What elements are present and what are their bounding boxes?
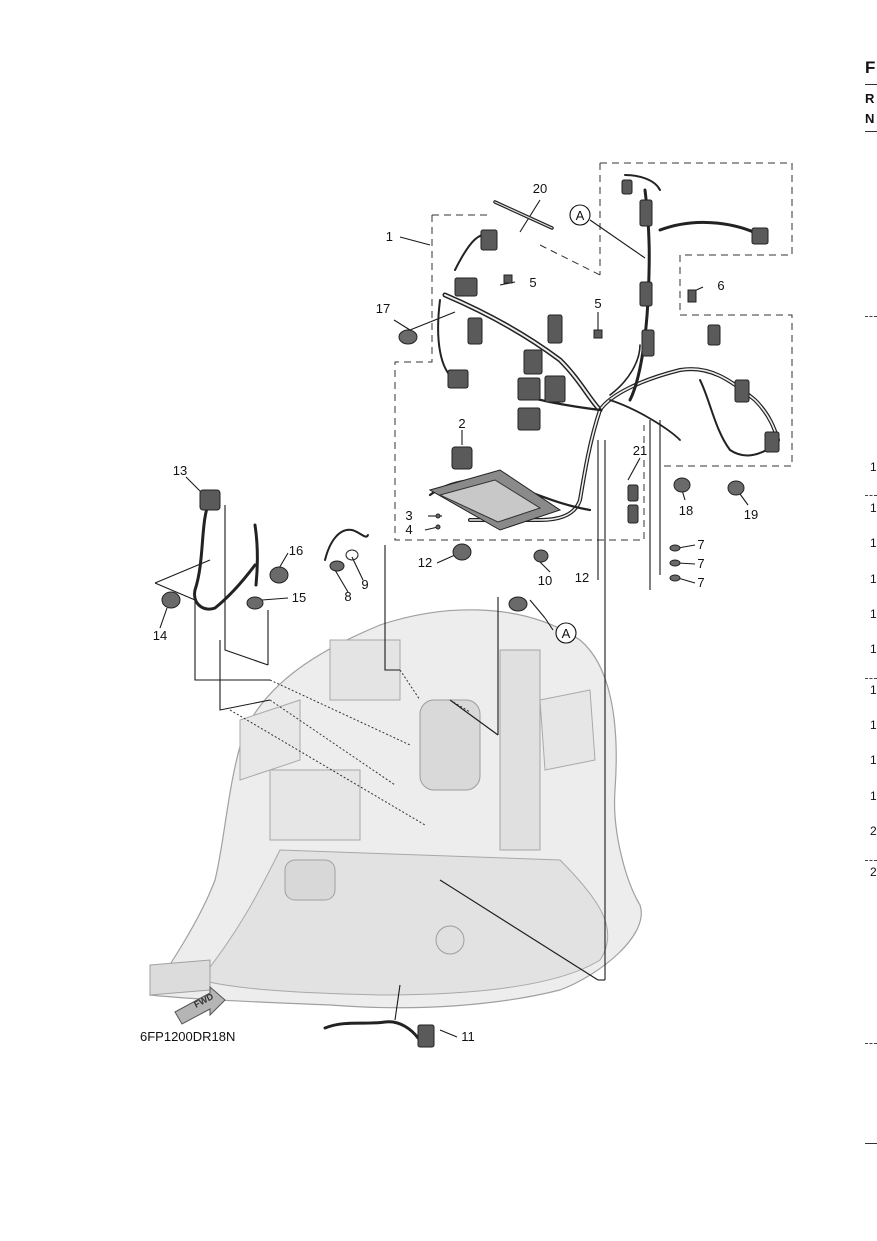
leader-lines bbox=[154, 199, 749, 1038]
ref-mark-a-top: A bbox=[569, 204, 591, 226]
callout-20: 20 bbox=[533, 181, 547, 196]
edge-number: 1 bbox=[870, 607, 877, 621]
callout-2: 2 bbox=[458, 416, 465, 431]
edge-number: 2 bbox=[870, 824, 877, 838]
cropped-line-2: N bbox=[865, 111, 875, 126]
callout-17: 17 bbox=[376, 301, 390, 316]
edge-number: 1 bbox=[870, 460, 877, 474]
callout-13: 13 bbox=[173, 463, 187, 478]
callout-19: 19 bbox=[744, 507, 758, 522]
callout-8: 8 bbox=[344, 589, 351, 604]
callout-11: 11 bbox=[461, 1029, 475, 1044]
edge-dash-5 bbox=[865, 1043, 877, 1044]
edge-number: 1 bbox=[870, 718, 877, 732]
callout-5-upper: 5 bbox=[529, 275, 536, 290]
edge-rule-header bbox=[865, 131, 877, 132]
diagram-code: 6FP1200DR18N bbox=[140, 1029, 235, 1044]
ref-mark-a-bottom-label: A bbox=[562, 626, 571, 641]
callout-12-right: 12 bbox=[575, 570, 589, 585]
grommets bbox=[161, 329, 745, 612]
edge-number: 1 bbox=[870, 642, 877, 656]
edge-number: 1 bbox=[870, 501, 877, 515]
callout-14: 14 bbox=[153, 628, 167, 643]
edge-number: 1 bbox=[870, 753, 877, 767]
callout-7-b: 7 bbox=[697, 556, 704, 571]
callout-21: 21 bbox=[633, 443, 647, 458]
harness-connectors bbox=[199, 179, 780, 1048]
edge-dash-4 bbox=[865, 860, 877, 861]
callout-7-c: 7 bbox=[697, 575, 704, 590]
ref-mark-a-top-label: A bbox=[576, 208, 585, 223]
callout-12-left: 12 bbox=[418, 555, 432, 570]
edge-number: 1 bbox=[870, 683, 877, 697]
ref-mark-a-bottom: A bbox=[555, 622, 577, 644]
assembly-outlines bbox=[394, 162, 793, 541]
edge-number: 1 bbox=[870, 536, 877, 550]
callout-6: 6 bbox=[717, 278, 724, 293]
edge-rule-bottom bbox=[865, 1143, 877, 1144]
edge-number: 2 bbox=[870, 865, 877, 879]
callout-3: 3 bbox=[405, 508, 412, 523]
edge-dash-2 bbox=[865, 495, 877, 496]
callout-16: 16 bbox=[289, 543, 303, 558]
cropped-title: F bbox=[865, 58, 876, 77]
callout-numbers: 1 2 3 4 5 5 6 7 7 7 8 9 10 11 12 12 13 1… bbox=[153, 181, 758, 1044]
callout-18: 18 bbox=[679, 503, 693, 518]
edge-dash-1 bbox=[865, 316, 877, 317]
relay-bracket bbox=[428, 469, 562, 531]
edge-rule-top bbox=[865, 84, 877, 85]
callout-5-lower: 5 bbox=[594, 296, 601, 311]
callout-4: 4 bbox=[405, 522, 412, 537]
alignment-dotted-lines bbox=[229, 669, 471, 826]
callout-7-a: 7 bbox=[697, 537, 704, 552]
engine-assembly bbox=[148, 609, 642, 1009]
cropped-line-1: R bbox=[865, 91, 875, 106]
edge-number: 1 bbox=[870, 572, 877, 586]
callout-10: 10 bbox=[538, 573, 552, 588]
callout-1: 1 bbox=[386, 229, 393, 244]
callout-9: 9 bbox=[361, 577, 368, 592]
callout-15: 15 bbox=[292, 590, 306, 605]
edge-number: 1 bbox=[870, 789, 877, 803]
edge-dash-3 bbox=[865, 678, 877, 679]
